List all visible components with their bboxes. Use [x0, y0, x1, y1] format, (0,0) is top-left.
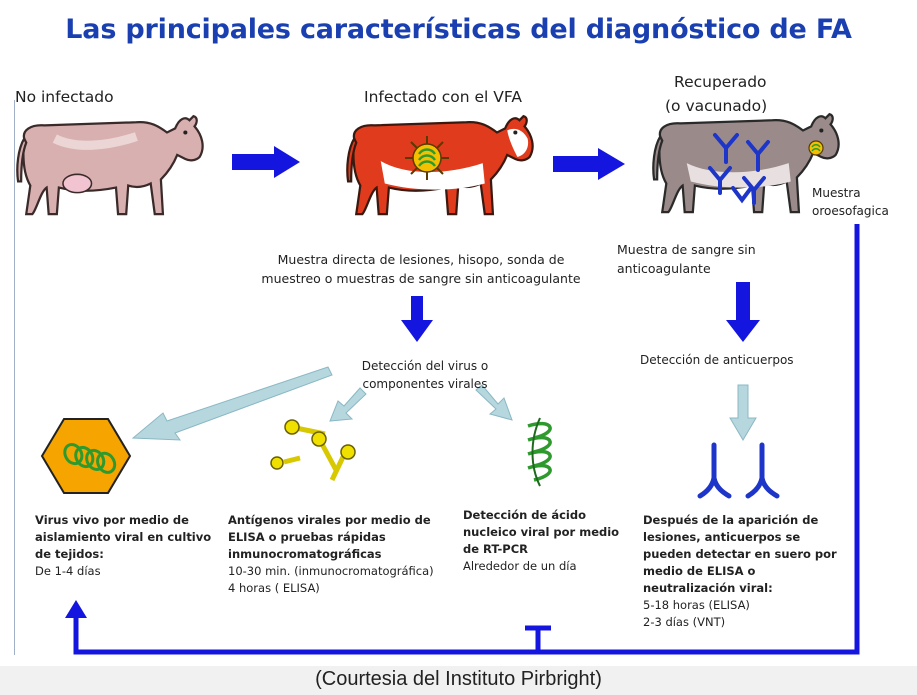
result-antibodies-bold-3: pueden detectar en suero por	[643, 547, 837, 561]
result-nucleic: Detección de ácido nucleico viral por me…	[463, 507, 628, 575]
result-antibodies: Después de la aparición de lesiones, ant…	[643, 512, 848, 631]
result-antibodies-bold-1: Después de la aparición de	[643, 513, 819, 527]
hexagon-cell-culture-icon	[40, 418, 132, 494]
result-live-virus-bold-2: aislamiento viral en cultivo	[35, 530, 212, 544]
stage-label-not-infected: No infectado	[15, 88, 114, 106]
result-antigens-bold-1: Antígenos virales por medio de	[228, 513, 431, 527]
arrow-down-direct-sample	[401, 296, 433, 342]
feedback-loop	[73, 224, 860, 655]
healthy-cow-icon	[16, 115, 204, 216]
result-antibodies-bold-2: lesiones, anticuerpos se	[643, 530, 801, 544]
antibody-icon	[708, 133, 770, 205]
result-antibodies-bold-4: medio de ELISA o	[643, 564, 756, 578]
blood-sample-line1: Muestra de sangre sin	[617, 242, 756, 257]
footer-band	[0, 666, 917, 695]
oro-sample-label-line1: Muestra	[812, 186, 861, 200]
result-antigens: Antígenos virales por medio de ELISA o p…	[228, 512, 458, 597]
virus-detection-line2: componentes virales	[362, 377, 488, 391]
oro-sample-label-line2: oroesofagica	[812, 204, 889, 218]
infected-cow-icon	[346, 115, 534, 216]
result-antigens-bold-3: inmunocromatográficas	[228, 547, 382, 561]
stage-label-recovered-line2: (o vacunado)	[665, 97, 768, 115]
result-antigens-bold-2: ELISA o pruebas rápidas	[228, 530, 386, 544]
virus-detection-line1: Detección del virus o	[361, 359, 489, 373]
virus-particle-icon	[405, 136, 449, 180]
direct-sample-line2: muestreo o muestras de sangre sin antico…	[261, 271, 581, 286]
left-divider	[14, 100, 15, 655]
page-title: Las principales características del diag…	[65, 14, 852, 45]
stage-label-recovered-line1: Recuperado	[674, 73, 767, 91]
antibody-detection-label: Detección de anticuerpos	[640, 353, 794, 367]
result-nucleic-bold-3: de RT-PCR	[463, 542, 529, 556]
result-nucleic-bold-2: nucleico viral por medio	[463, 525, 620, 539]
arrow-not-infected-to-infected	[232, 146, 300, 178]
light-arrows	[131, 366, 757, 441]
result-live-virus-time: De 1-4 días	[35, 564, 101, 578]
result-antigens-time-1: 10-30 min. (inmunocromatográfica)	[228, 564, 434, 578]
result-nucleic-time: Alrededor de un día	[463, 559, 577, 573]
antigen-icon	[270, 419, 356, 482]
arrow-infected-to-recovered	[553, 148, 625, 180]
result-antibodies-time-2: 2-3 días (VNT)	[643, 615, 726, 629]
credit-caption: (Courtesia del Instituto Pirbright)	[315, 668, 602, 690]
result-antigens-time-2: 4 horas ( ELISA)	[228, 581, 320, 595]
antibody-large-icon	[697, 442, 780, 499]
recovered-cow-icon	[652, 113, 840, 214]
result-nucleic-bold-1: Detección de ácido	[463, 508, 586, 522]
result-live-virus-bold-3: de tejidos:	[35, 547, 104, 561]
stage-label-infected: Infectado con el VFA	[364, 88, 522, 106]
result-antibodies-bold-5: neutralización viral:	[643, 581, 773, 595]
rna-helix-icon	[527, 417, 552, 487]
arrow-down-blood-sample	[726, 282, 760, 342]
virus-particle-small-icon	[808, 140, 824, 156]
result-live-virus-bold-1: Virus vivo por medio de	[35, 513, 189, 527]
result-live-virus: Virus vivo por medio de aislamiento vira…	[35, 512, 225, 580]
result-antibodies-time-1: 5-18 horas (ELISA)	[643, 598, 750, 612]
direct-sample-line1: Muestra directa de lesiones, hisopo, son…	[277, 252, 565, 267]
feedback-arrowhead	[65, 600, 87, 618]
blood-sample-line2: anticoagulante	[617, 261, 711, 276]
